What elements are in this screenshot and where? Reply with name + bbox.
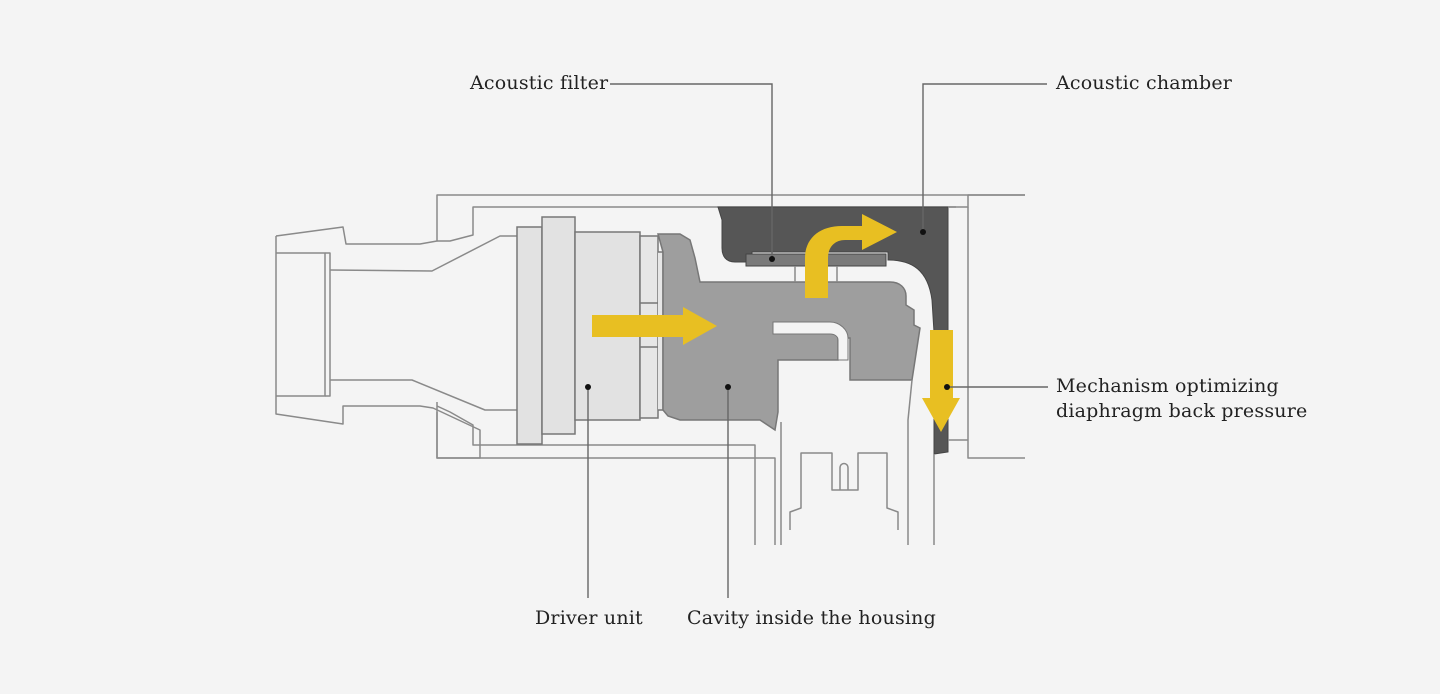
leader-cavity <box>725 384 731 598</box>
label-acoustic-chamber: Acoustic chamber <box>1056 72 1233 94</box>
airflow-curved-arrow <box>805 214 897 298</box>
airflow-down-arrow <box>922 330 960 432</box>
label-acoustic-filter: Acoustic filter <box>470 72 609 94</box>
leader-acoustic-chamber <box>920 83 1047 235</box>
airflow-right-arrow <box>592 307 717 345</box>
label-cavity: Cavity inside the housing <box>687 607 936 629</box>
connector-outline <box>780 422 899 545</box>
ear-tip-outline <box>275 194 1025 545</box>
cavity-notch <box>772 321 849 361</box>
right-housing-outline <box>907 194 1025 545</box>
filter-supports <box>794 266 838 282</box>
driver-unit-shape <box>516 216 664 445</box>
label-mechanism-line1: Mechanism optimizing <box>1056 375 1279 397</box>
leader-mechanism <box>944 384 1048 390</box>
label-mechanism-line2: diaphragm back pressure <box>1056 400 1308 422</box>
leader-acoustic-filter <box>610 83 775 262</box>
label-driver-unit: Driver unit <box>535 607 643 629</box>
leader-driver-unit <box>585 384 591 598</box>
